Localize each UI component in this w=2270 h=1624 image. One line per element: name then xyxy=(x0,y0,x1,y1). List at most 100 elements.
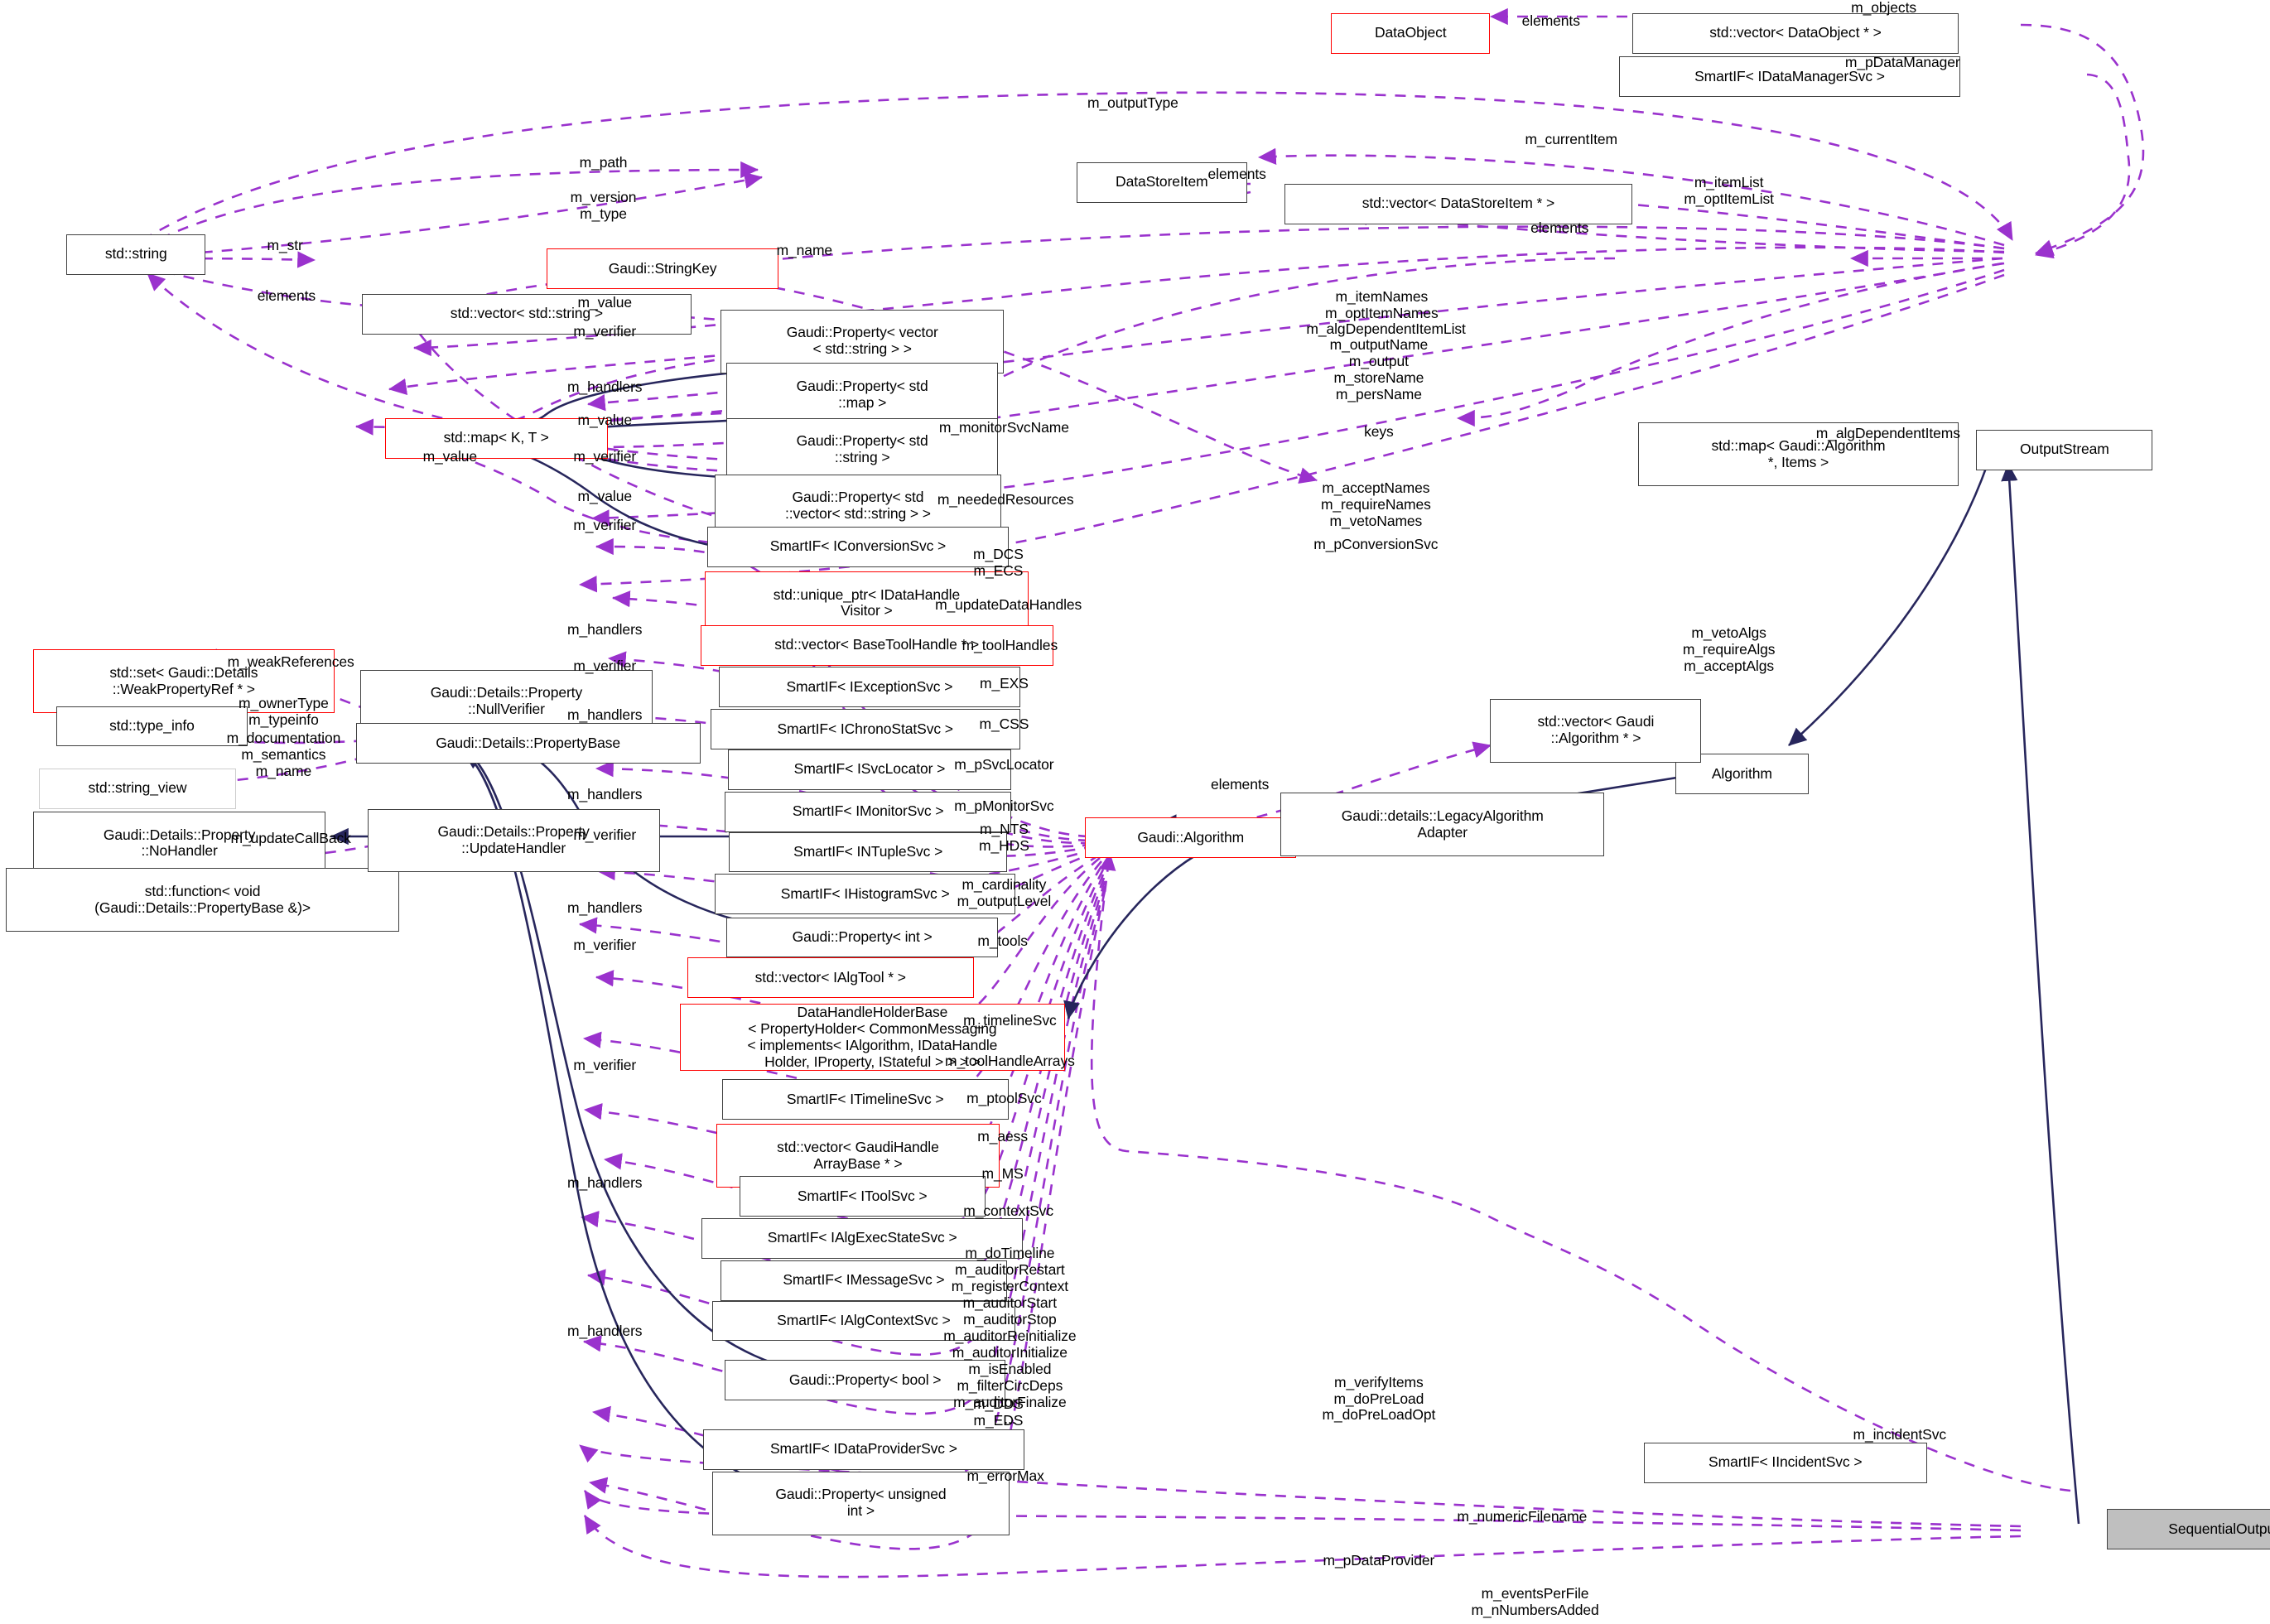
class-node-prop_uint[interactable]: Gaudi::Property< unsigned int > xyxy=(711,1471,1010,1535)
class-node-label: SmartIF< IExceptionSvc > xyxy=(786,677,953,695)
class-node-smartif_timeline[interactable]: SmartIF< ITimelineSvc > xyxy=(721,1079,1009,1120)
class-node-smartif_ntuple[interactable]: SmartIF< INTupleSvc > xyxy=(729,831,1007,873)
edge-label-m_version: m_version m_type xyxy=(570,188,637,222)
edge-label-m_pconversion: m_pConversionSvc xyxy=(1313,536,1439,553)
class-node-vec_basetool[interactable]: std::vector< BaseToolHandle * > xyxy=(700,624,1053,666)
class-node-smartif_dm[interactable]: SmartIF< IDataManagerSvc > xyxy=(1618,56,1961,98)
class-node-smartif_chrono[interactable]: SmartIF< IChronoStatSvc > xyxy=(710,709,1020,749)
class-node-smartif_exc[interactable]: SmartIF< IExceptionSvc > xyxy=(719,667,1020,708)
edge-label-m_handlers6: m_handlers xyxy=(567,1173,643,1191)
class-node-sequentialoutput[interactable]: SequentialOutputStream xyxy=(2106,1509,2270,1549)
edge-label-m_name: m_name xyxy=(776,242,833,259)
class-node-outputstream[interactable]: OutputStream xyxy=(1976,429,2153,470)
class-node-label: Gaudi::Property< bool > xyxy=(788,1371,942,1388)
class-node-smartif_msg[interactable]: SmartIF< IMessageSvc > xyxy=(720,1260,1007,1301)
class-node-label: Gaudi::Property< std ::vector< std::stri… xyxy=(784,489,931,523)
edge-label-m_pdatamanager: m_pDataManager xyxy=(1844,54,1960,71)
class-node-dataobject[interactable]: DataObject xyxy=(1331,12,1491,54)
class-node-label: Gaudi::Property< std ::map > xyxy=(796,377,928,411)
class-node-label: Gaudi::Property< unsigned int > xyxy=(775,1486,947,1520)
class-node-gaudi_algorithm[interactable]: Gaudi::Algorithm xyxy=(1085,817,1297,858)
class-node-smartif_monitor[interactable]: SmartIF< IMonitorSvc > xyxy=(725,791,1012,832)
class-node-smartif_algexec[interactable]: SmartIF< IAlgExecStateSvc > xyxy=(701,1217,1024,1259)
edge-label-m_updatedata: m_updateDataHandles xyxy=(935,596,1082,614)
class-node-prop_map[interactable]: Gaudi::Property< std ::map > xyxy=(725,363,999,427)
class-node-datastoreitem[interactable]: DataStoreItem xyxy=(1076,161,1247,203)
class-node-label: Gaudi::Details::Property ::UpdateHandler xyxy=(437,823,590,856)
class-node-type_info[interactable]: std::type_info xyxy=(56,706,248,747)
class-node-label: SmartIF< IDataManagerSvc > xyxy=(1694,67,1885,84)
edge-label-m_verifier4: m_verifier xyxy=(573,657,637,674)
class-node-label: std::map< Gaudi::Algorithm *, Items > xyxy=(1711,436,1886,470)
class-node-vec_datastoreitem[interactable]: std::vector< DataStoreItem * > xyxy=(1284,183,1632,224)
class-node-smartif_incident[interactable]: SmartIF< IIncidentSvc > xyxy=(1643,1442,1927,1483)
class-node-smartif_svcloc[interactable]: SmartIF< ISvcLocator > xyxy=(727,749,1012,790)
edge-label-m_errormax: m_errorMax xyxy=(966,1467,1044,1485)
class-node-prop_vec_str[interactable]: Gaudi::Property< vector < std::string > … xyxy=(720,309,1005,373)
edge-label-m_dds: m_DDS m_EDS xyxy=(973,1395,1024,1429)
class-node-updatehandler[interactable]: Gaudi::Details::Property ::UpdateHandler xyxy=(367,808,660,873)
class-node-vec_dataobject[interactable]: std::vector< DataObject * > xyxy=(1631,12,1959,54)
class-node-legacy_adapter[interactable]: Gaudi::details::LegacyAlgorithm Adapter xyxy=(1280,793,1605,857)
class-node-label: std::string xyxy=(104,245,167,263)
class-node-prop_bool[interactable]: Gaudi::Property< bool > xyxy=(725,1360,1006,1401)
edge-label-m_verifier3: m_verifier xyxy=(573,517,637,534)
class-node-label: std::string_view xyxy=(88,779,187,797)
class-node-label: Algorithm xyxy=(1711,764,1772,782)
class-node-dhhb[interactable]: DataHandleHolderBase < PropertyHolder< C… xyxy=(680,1003,1065,1071)
class-node-string[interactable]: std::string xyxy=(66,234,206,275)
class-node-smartif_histo[interactable]: SmartIF< IHistogramSvc > xyxy=(715,874,1016,915)
class-node-label: SmartIF< INTupleSvc > xyxy=(793,842,943,860)
edge-label-m_pdataprovider: m_pDataProvider xyxy=(1323,1551,1435,1569)
edge-label-m_exs: m_EXS xyxy=(979,674,1029,692)
class-node-label: Gaudi::Property< int > xyxy=(792,928,933,946)
edge-label-m_acceptnames: m_acceptNames m_requireNames m_vetoNames xyxy=(1320,479,1431,529)
class-node-label: SmartIF< IConversionSvc > xyxy=(769,537,947,555)
edge-label-m_ownertype: m_ownerType m_typeinfo xyxy=(238,695,329,729)
class-node-vec_gaudialg[interactable]: std::vector< Gaudi ::Algorithm * > xyxy=(1490,698,1702,763)
class-node-label: SmartIF< ISvcLocator > xyxy=(793,760,946,778)
edge-label-m_str: m_str xyxy=(267,236,303,253)
edge-label-m_verifier5: m_verifier xyxy=(573,826,637,844)
edge-label-m_currentitem: m_currentItem xyxy=(1525,130,1617,147)
edge-label-m_verifier1: m_verifier xyxy=(573,323,637,340)
edge-label-keys: keys xyxy=(1364,422,1394,440)
class-node-label: DataHandleHolderBase < PropertyHolder< C… xyxy=(747,1003,998,1070)
class-node-label: SmartIF< IAlgExecStateSvc > xyxy=(767,1229,957,1246)
class-node-function[interactable]: std::function< void (Gaudi::Details::Pro… xyxy=(5,868,400,932)
class-node-propertybase[interactable]: Gaudi::Details::PropertyBase xyxy=(355,723,701,764)
edge-label-m_path: m_path xyxy=(579,153,628,171)
class-node-smartif_dataprov[interactable]: SmartIF< IDataProviderSvc > xyxy=(703,1429,1024,1470)
class-node-label: std::set< Gaudi::Details ::WeakPropertyR… xyxy=(109,663,258,697)
edge-label-m_toolhandlearr: m_toolHandleArrays xyxy=(945,1052,1075,1069)
class-node-label: SmartIF< IAlgContextSvc > xyxy=(777,1312,951,1328)
class-node-smartif_algctx[interactable]: SmartIF< IAlgContextSvc > xyxy=(711,1300,1016,1342)
edge-label-m_cardinality: m_cardinality m_outputLevel xyxy=(957,875,1052,909)
class-node-label: DataObject xyxy=(1375,24,1447,41)
edge-label-m_doc: m_documentation m_semantics m_name xyxy=(226,730,341,780)
edge-label-m_timelinesvc: m_timelineSvc xyxy=(963,1011,1057,1029)
edge-label-elements_str: elements xyxy=(257,287,316,304)
class-node-map_kt[interactable]: std::map< K, T > xyxy=(384,417,608,459)
edge-label-m_monitorsvcname: m_monitorSvcName xyxy=(938,418,1069,436)
class-node-prop_str[interactable]: Gaudi::Property< std ::string > xyxy=(725,417,999,482)
class-node-map_alg_items[interactable]: std::map< Gaudi::Algorithm *, Items > xyxy=(1637,422,1959,486)
class-node-stringkey[interactable]: Gaudi::StringKey xyxy=(547,248,778,290)
edge-label-m_toolhandles: m_toolHandles xyxy=(961,637,1058,654)
class-node-uptr_idh[interactable]: std::unique_ptr< IDataHandle Visitor > xyxy=(704,571,1029,635)
class-node-smartif_tool[interactable]: SmartIF< IToolSvc > xyxy=(739,1176,986,1217)
class-node-label: SmartIF< IMessageSvc > xyxy=(783,1271,945,1289)
class-node-label: std::vector< BaseToolHandle * > xyxy=(774,636,980,653)
class-node-label: SmartIF< IHistogramSvc > xyxy=(780,884,950,902)
class-node-vec_string[interactable]: std::vector< std::string > xyxy=(361,293,692,335)
class-node-prop_int[interactable]: Gaudi::Property< int > xyxy=(725,917,999,958)
class-node-label: Gaudi::Algorithm xyxy=(1137,828,1245,846)
edge-label-m_outputtype: m_outputType xyxy=(1087,94,1178,112)
edge-label-m_handlers1: m_handlers xyxy=(567,378,643,395)
class-node-smartif_conv[interactable]: SmartIF< IConversionSvc > xyxy=(707,526,1009,567)
edge-label-m_handlers5: m_handlers xyxy=(567,899,643,916)
class-node-nullverifier[interactable]: Gaudi::Details::Property ::NullVerifier xyxy=(359,669,653,734)
class-node-string_view[interactable]: std::string_view xyxy=(39,768,236,809)
class-node-vec_ialgtool[interactable]: std::vector< IAlgTool * > xyxy=(687,957,974,999)
